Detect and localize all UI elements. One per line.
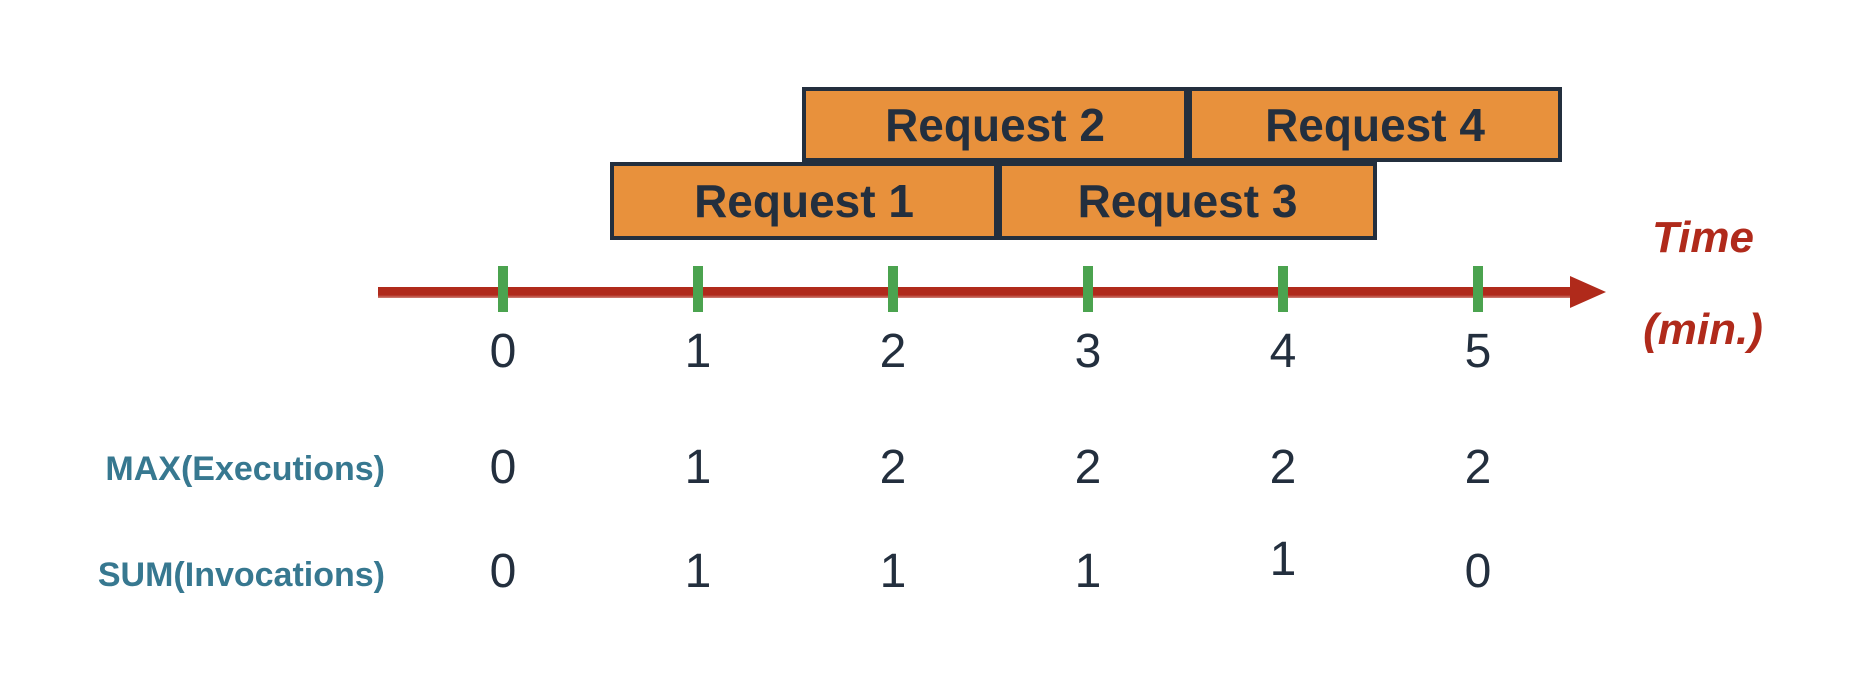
bar-request-2: Request 2 — [802, 87, 1188, 162]
axis-label-0: 0 — [489, 325, 517, 378]
axis-title-time: Time — [1652, 213, 1754, 262]
time-axis-line — [378, 287, 1572, 298]
tick-mark-3 — [1083, 266, 1093, 312]
bar-request-1-label: Request 1 — [694, 175, 914, 227]
bar-request-3: Request 3 — [998, 162, 1377, 240]
max-value-1: 1 — [684, 441, 712, 494]
tick-mark-5 — [1473, 266, 1483, 312]
bar-request-1: Request 1 — [610, 162, 998, 240]
axis-label-3: 3 — [1074, 325, 1102, 378]
sum-value-1: 1 — [684, 545, 712, 598]
max-value-0: 0 — [489, 441, 517, 494]
sum-value-5: 0 — [1464, 545, 1492, 598]
tick-mark-1 — [693, 266, 703, 312]
axis-label-4: 4 — [1269, 325, 1297, 378]
sum-value-2: 1 — [879, 545, 907, 598]
bar-request-4: Request 4 — [1188, 87, 1562, 162]
max-value-4: 2 — [1269, 441, 1297, 494]
arrowhead-icon — [1570, 276, 1606, 308]
max-value-3: 2 — [1074, 441, 1102, 494]
tick-mark-4 — [1278, 266, 1288, 312]
axis-label-2: 2 — [879, 325, 907, 378]
axis-title-min: (min.) — [1643, 305, 1763, 354]
row-label-sum-invocations: SUM(Invocations) — [97, 556, 385, 594]
sum-value-4: 1 — [1269, 533, 1297, 586]
axis-label-1: 1 — [684, 325, 712, 378]
axis-label-5: 5 — [1464, 325, 1492, 378]
max-value-5: 2 — [1464, 441, 1492, 494]
bar-request-4-label: Request 4 — [1265, 98, 1485, 151]
row-label-max-executions: MAX(Executions) — [105, 450, 385, 488]
bar-request-3-label: Request 3 — [1077, 175, 1298, 227]
tick-mark-2 — [888, 266, 898, 312]
sum-value-3: 1 — [1074, 545, 1102, 598]
sum-value-0: 0 — [489, 545, 517, 598]
max-value-2: 2 — [879, 441, 907, 494]
bar-request-2-label: Request 2 — [885, 98, 1105, 151]
tick-mark-0 — [498, 266, 508, 312]
